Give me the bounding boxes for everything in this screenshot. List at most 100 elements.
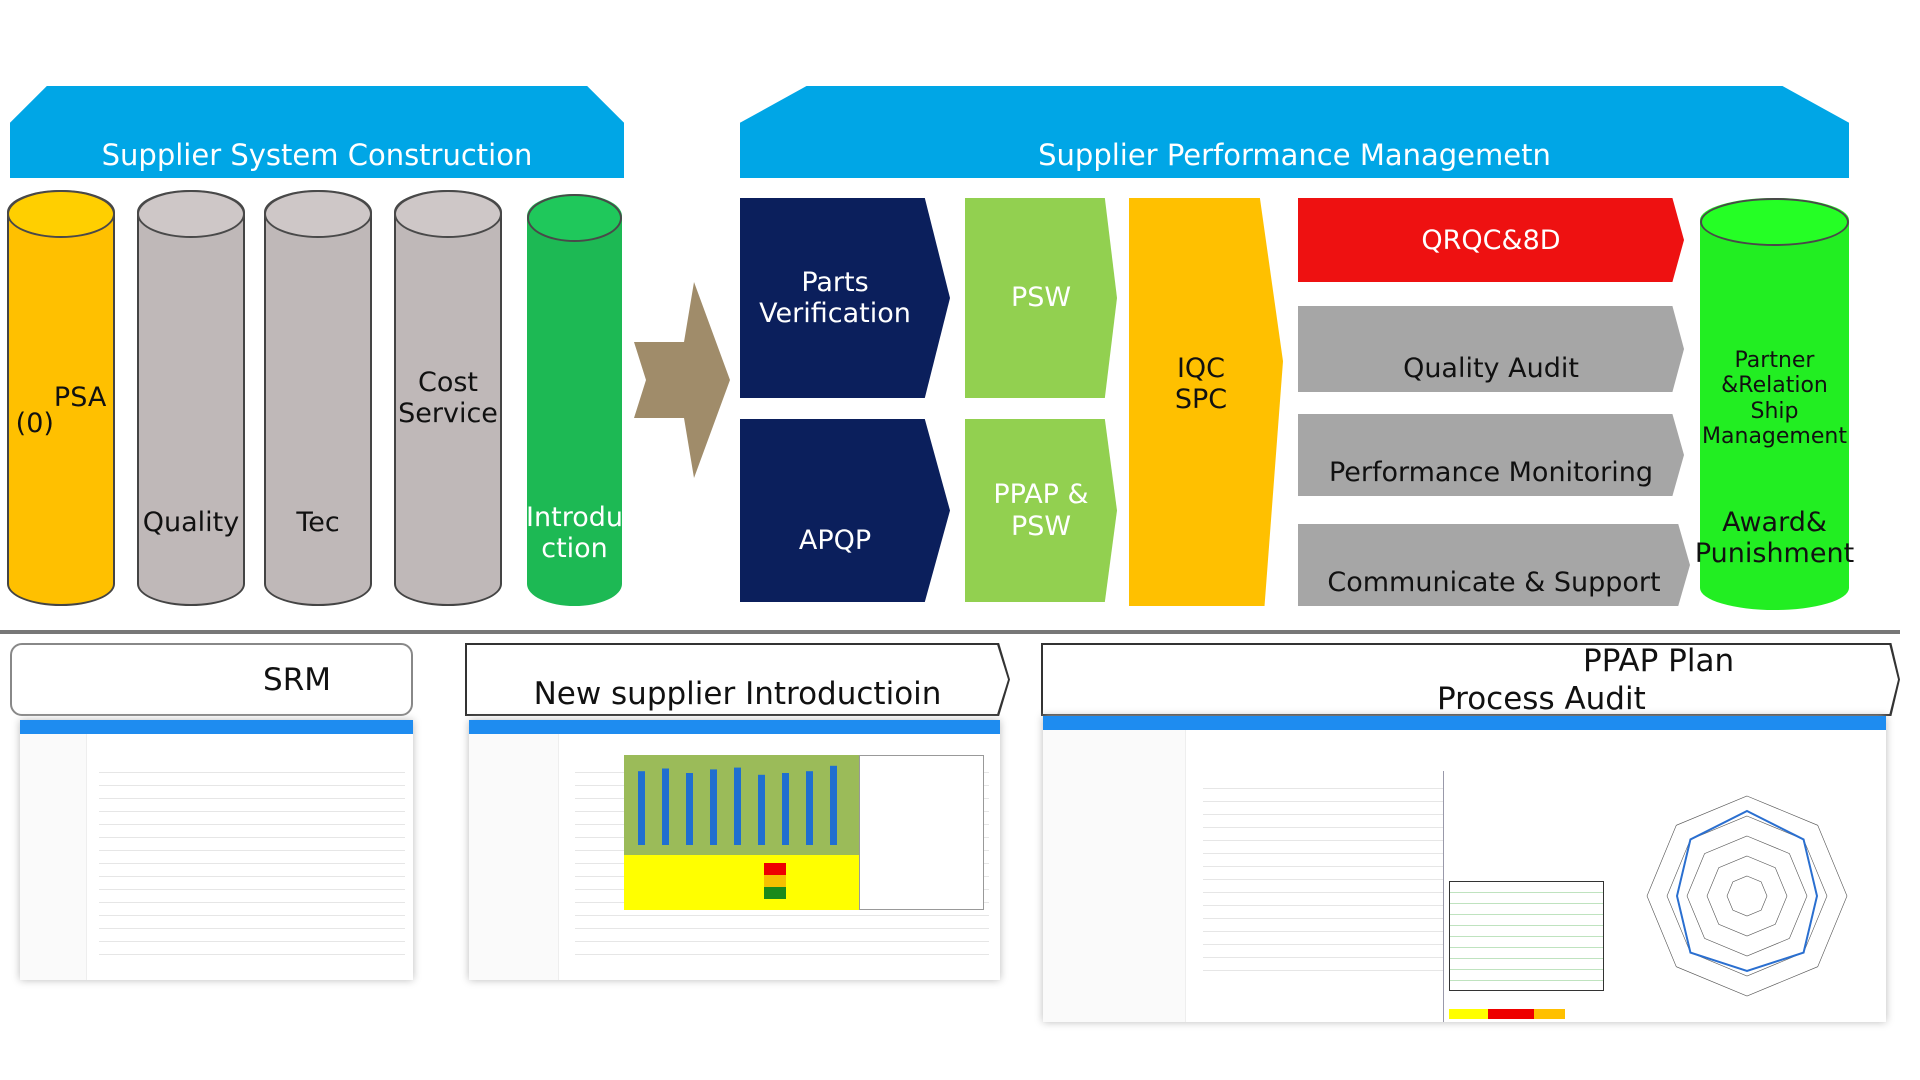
table-row xyxy=(575,954,990,955)
table-row xyxy=(98,941,406,942)
radar-grid xyxy=(1666,815,1828,977)
supplier-performance-banner: Supplier Performance Managemetn xyxy=(740,86,1849,178)
step-label: IQC SPC xyxy=(1174,353,1228,416)
step-label: Parts Verification xyxy=(759,266,911,329)
qrqc-8d: QRQC&8D xyxy=(1298,198,1684,282)
pillar-label: PSA xyxy=(53,382,107,414)
pillar-introduction: Introdu ction xyxy=(526,194,623,606)
new-supplier-screenshot xyxy=(469,720,1000,980)
label-text: PPAP Plan xyxy=(1583,643,1735,679)
pillar-label: Cost Service xyxy=(398,366,498,429)
table-row xyxy=(1203,801,1549,802)
new-supplier-label: New supplier Introductioin xyxy=(465,643,1010,716)
table-row xyxy=(98,863,406,864)
table-row xyxy=(98,837,406,838)
pillar-top-label: (0) xyxy=(15,408,54,440)
bar xyxy=(758,774,765,845)
pillar-quality: Quality xyxy=(137,190,245,606)
table-row xyxy=(1203,905,1549,906)
table-row xyxy=(98,902,406,903)
process-audit-screenshot xyxy=(1043,716,1886,1022)
pillar-label: Introdu ction xyxy=(526,501,623,564)
step-label: PSW xyxy=(1010,282,1072,314)
pillar-label: Tec xyxy=(296,506,340,538)
table-row xyxy=(1203,853,1549,854)
table-row xyxy=(1203,879,1549,880)
table-row xyxy=(98,824,406,825)
table-row xyxy=(1203,814,1549,815)
radar-grid xyxy=(1726,875,1768,917)
radar-series xyxy=(1675,809,1819,973)
step-label: APQP xyxy=(798,524,872,556)
assessment-comments xyxy=(859,755,984,910)
bar-label: Performance Monitoring xyxy=(1328,457,1654,488)
table-row xyxy=(98,785,406,786)
table-row xyxy=(1203,892,1549,893)
radar-grid xyxy=(1706,855,1788,937)
psw: PSW xyxy=(965,198,1117,398)
step-label: PPAP & PSW xyxy=(993,479,1089,542)
bar xyxy=(686,773,693,845)
vda-report xyxy=(1443,771,1608,1022)
table-row xyxy=(1203,970,1549,971)
banner-title: Supplier System Construction xyxy=(101,138,533,172)
table-row xyxy=(1203,957,1549,958)
bar-label: QRQC&8D xyxy=(1421,224,1561,256)
bar xyxy=(710,769,717,845)
label-text: New supplier Introductioin xyxy=(533,676,942,712)
srm-label: SRM xyxy=(10,643,413,716)
banner-title: Supplier Performance Managemetn xyxy=(1038,138,1551,172)
bar xyxy=(782,773,789,845)
performance-monitoring: Performance Monitoring xyxy=(1298,414,1684,496)
bar xyxy=(662,768,669,845)
supplier-system-construction-banner: Supplier System Construction xyxy=(10,86,624,178)
partner-label: Partner &Relation Ship Management xyxy=(1702,348,1847,449)
table-row xyxy=(575,915,990,916)
assessment-results xyxy=(624,855,859,910)
table-row xyxy=(98,954,406,955)
pillar-label: Quality xyxy=(142,506,240,538)
right-arrow-icon xyxy=(634,282,730,478)
pillar-psa: (0)PSA xyxy=(7,190,115,606)
table-row xyxy=(98,889,406,890)
table-row xyxy=(98,772,406,773)
apqp: APQP xyxy=(740,419,950,602)
divider xyxy=(0,630,1900,634)
bar xyxy=(806,771,813,845)
table-row xyxy=(98,811,406,812)
table-row xyxy=(1203,944,1549,945)
table-row xyxy=(575,928,990,929)
table-row xyxy=(98,876,406,877)
table-row xyxy=(1203,827,1549,828)
iqc-spc: IQC SPC xyxy=(1129,198,1283,606)
table-row xyxy=(98,915,406,916)
table-row xyxy=(1203,866,1549,867)
label-text: Process Audit xyxy=(1437,681,1646,717)
pillar-cost-service: Cost Service xyxy=(394,190,502,606)
award-label: Award& Punishment xyxy=(1694,507,1855,570)
srm-screenshot xyxy=(20,720,413,980)
communicate-support: Communicate & Support xyxy=(1298,524,1690,606)
table-row xyxy=(1203,918,1549,919)
table-row xyxy=(1203,840,1549,841)
parts-verification: Parts Verification xyxy=(740,198,950,398)
radar-grid xyxy=(1686,835,1808,957)
bar xyxy=(638,771,645,845)
bar xyxy=(830,765,837,845)
table-row xyxy=(98,928,406,929)
quality-audit: Quality Audit xyxy=(1298,306,1684,392)
table-row xyxy=(98,850,406,851)
assessment-chart xyxy=(624,755,859,855)
bar xyxy=(734,767,741,845)
table-row xyxy=(1203,931,1549,932)
radar-grid xyxy=(1646,795,1848,997)
label-text: SRM xyxy=(263,661,331,698)
table-row xyxy=(98,798,406,799)
table-row xyxy=(575,941,990,942)
pillar-tec: Tec xyxy=(264,190,372,606)
radar-chart xyxy=(1646,795,1848,997)
ppap-psw: PPAP & PSW xyxy=(965,419,1117,602)
table-row xyxy=(1203,788,1549,789)
